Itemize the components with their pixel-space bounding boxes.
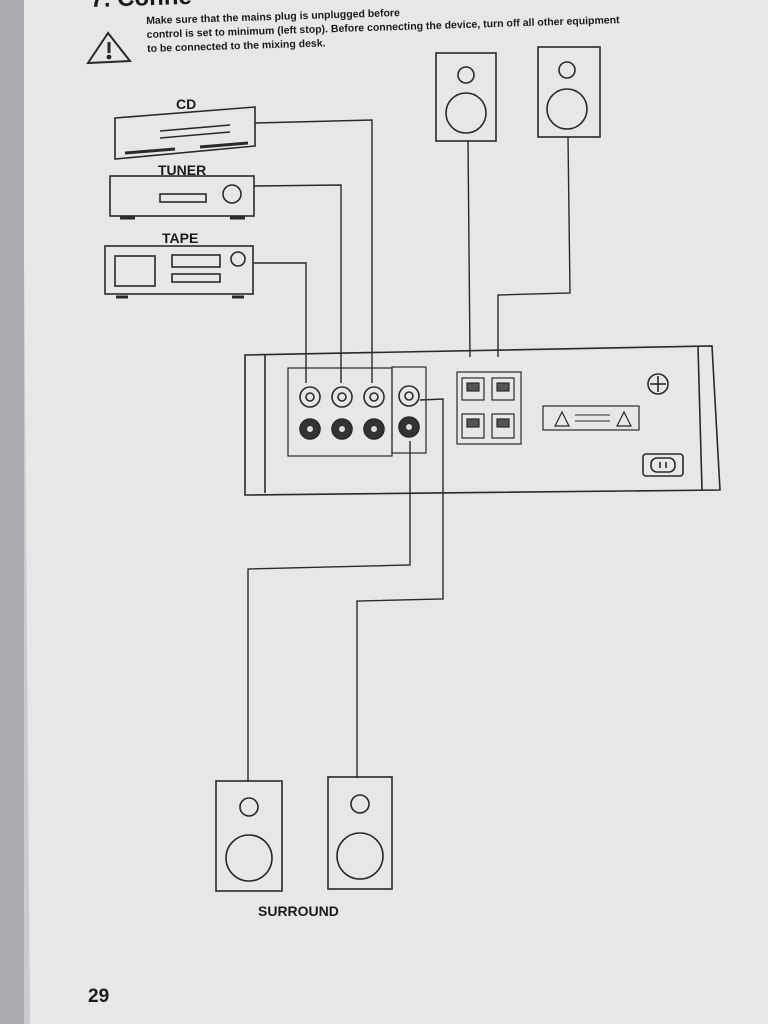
surround-label: SURROUND [258, 903, 339, 919]
page-number: 29 [88, 986, 110, 1007]
front-speaker-left [435, 52, 497, 142]
amplifier-rear-panel [244, 345, 721, 496]
hazard-icon [554, 410, 570, 427]
surround-speaker-right [327, 776, 393, 890]
paper-shadow [0, 0, 24, 1024]
tuner-label: TUNER [158, 162, 207, 178]
warning-icon [86, 31, 132, 65]
tape-label: TAPE [162, 230, 199, 246]
power-socket [642, 453, 684, 477]
paper-sheet [22, 0, 768, 1024]
hazard-label [542, 405, 640, 431]
tuner [109, 175, 255, 220]
input-jacks [299, 386, 385, 440]
cd-label: CD [176, 96, 197, 112]
surround-out-jacks [398, 385, 420, 438]
speaker-terminals [456, 371, 522, 445]
ground-icon [647, 373, 669, 395]
cd-player [114, 106, 256, 160]
front-speaker-right [537, 46, 601, 138]
tape-deck [104, 245, 254, 299]
cables [247, 119, 571, 782]
surround-speaker-left [215, 780, 283, 892]
